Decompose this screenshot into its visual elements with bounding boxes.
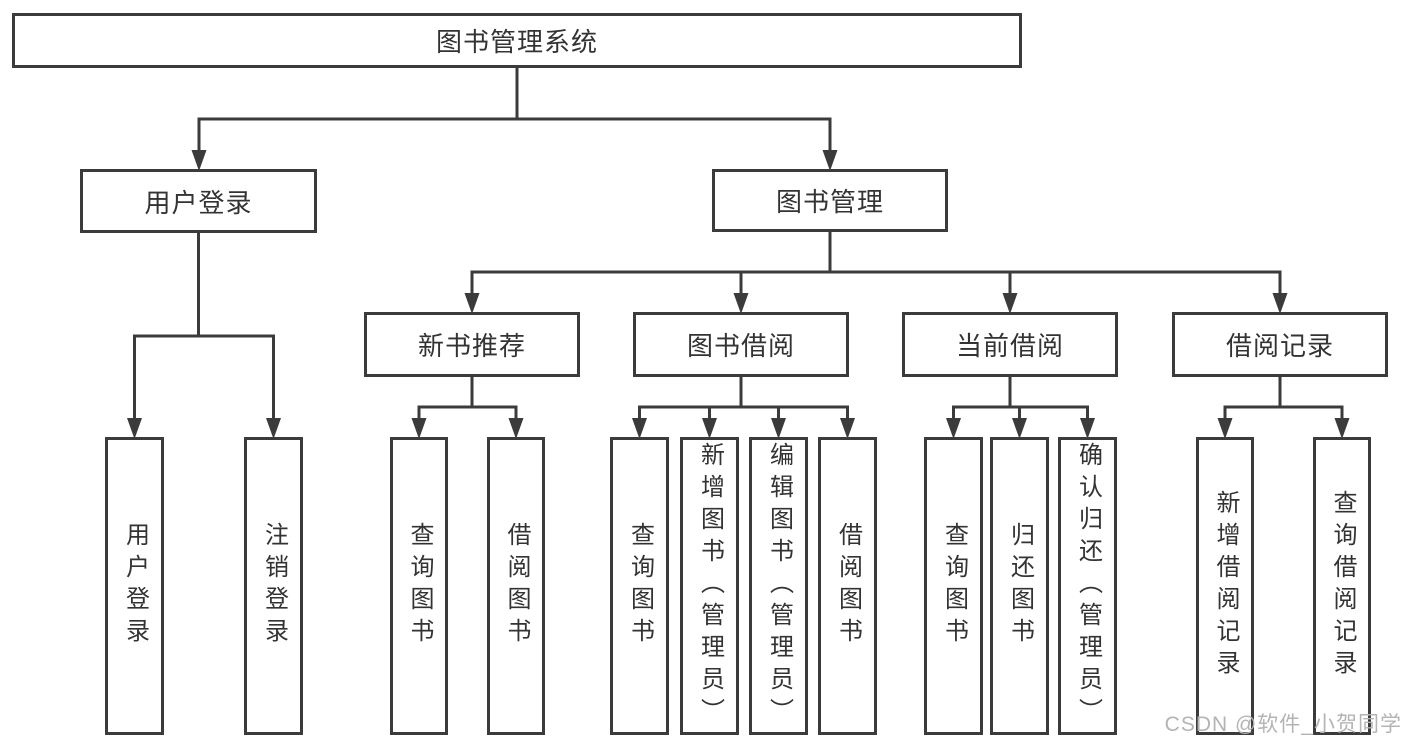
leaf-confirm-return-admin: 确认归还（管理员）: [1058, 437, 1117, 735]
leaf-add-books-admin: 新增图书（管理员）: [680, 437, 739, 735]
leaf-query-books-current: 查询图书: [924, 437, 983, 735]
leaf-add-borrow-record: 新增借阅记录: [1196, 437, 1254, 735]
leaf-return-books: 归还图书: [990, 437, 1049, 735]
node-book-management: 图书管理: [712, 169, 948, 232]
leaf-logout: 注销登录: [244, 437, 303, 735]
node-borrowing-records: 借阅记录: [1172, 312, 1388, 377]
node-library-management-system: 图书管理系统: [12, 13, 1022, 68]
node-user-login: 用户登录: [80, 169, 317, 233]
leaf-edit-books-admin: 编辑图书（管理员）: [749, 437, 808, 735]
leaf-query-books-borrow: 查询图书: [610, 437, 669, 735]
leaf-user-login: 用户登录: [105, 437, 164, 735]
leaf-query-borrow-record: 查询借阅记录: [1313, 437, 1371, 735]
node-new-book-recommend: 新书推荐: [364, 312, 580, 377]
node-current-borrowing: 当前借阅: [902, 312, 1118, 377]
leaf-borrow-books-recommend: 借阅图书: [487, 437, 545, 735]
csdn-watermark: CSDN @软件_小贺同学: [1164, 713, 1402, 736]
leaf-query-books-recommend: 查询图书: [390, 437, 448, 735]
leaf-borrow-books: 借阅图书: [818, 437, 877, 735]
node-book-borrowing: 图书借阅: [633, 312, 849, 377]
